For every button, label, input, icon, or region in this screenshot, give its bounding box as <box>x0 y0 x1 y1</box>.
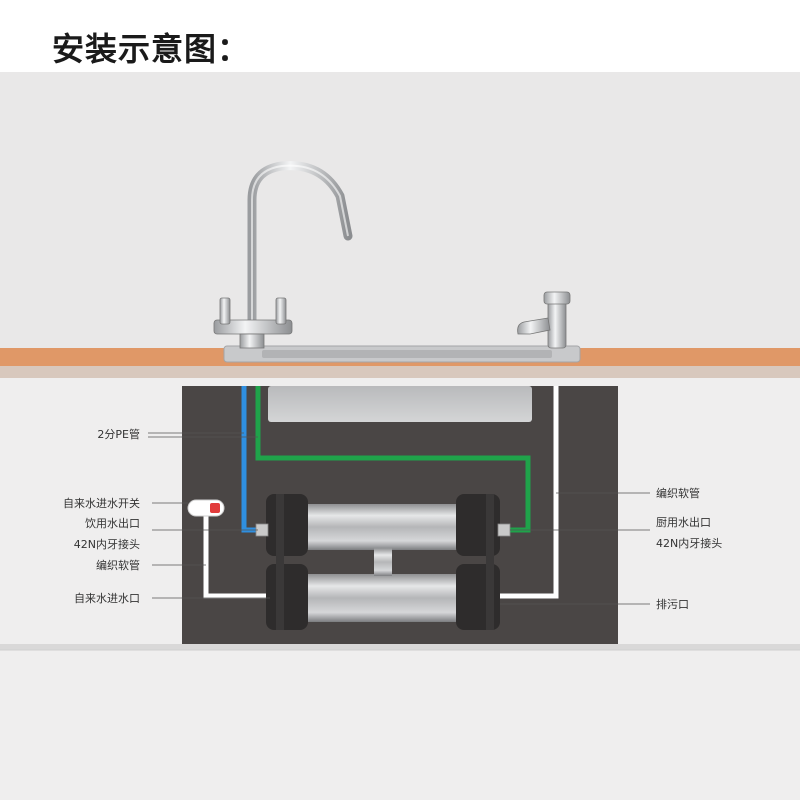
label-kitchen-outlet: 厨用水出口 <box>656 516 711 529</box>
label-braided-right: 编织软管 <box>656 487 700 500</box>
label-braided-left: 编织软管 <box>96 559 140 572</box>
label-tap-inlet: 自来水进水口 <box>74 592 140 605</box>
kitchen-faucet <box>517 291 571 349</box>
page-title: 安装示意图： <box>52 30 251 68</box>
label-drink-outlet: 饮用水出口 <box>85 517 140 530</box>
left-leader-lines <box>148 432 270 599</box>
sink-bowl <box>268 386 532 422</box>
label-drain: 排污口 <box>656 598 689 611</box>
right-braided-hose <box>500 386 559 599</box>
cabinet-floor <box>0 644 800 650</box>
right-leader-lines <box>500 492 650 605</box>
countertop-edge <box>0 366 800 378</box>
label-drink-thread: 42N内牙接头 <box>73 538 140 551</box>
label-pe-tube: 2分PE管 <box>97 428 140 441</box>
inlet-switch-valve <box>187 499 225 517</box>
label-tap-switch: 自来水进水开关 <box>63 497 140 510</box>
label-kitchen-thread: 42N内牙接头 <box>656 537 723 550</box>
purifier-faucet <box>213 161 353 349</box>
back-wall <box>0 72 800 348</box>
water-purifier <box>255 494 511 630</box>
